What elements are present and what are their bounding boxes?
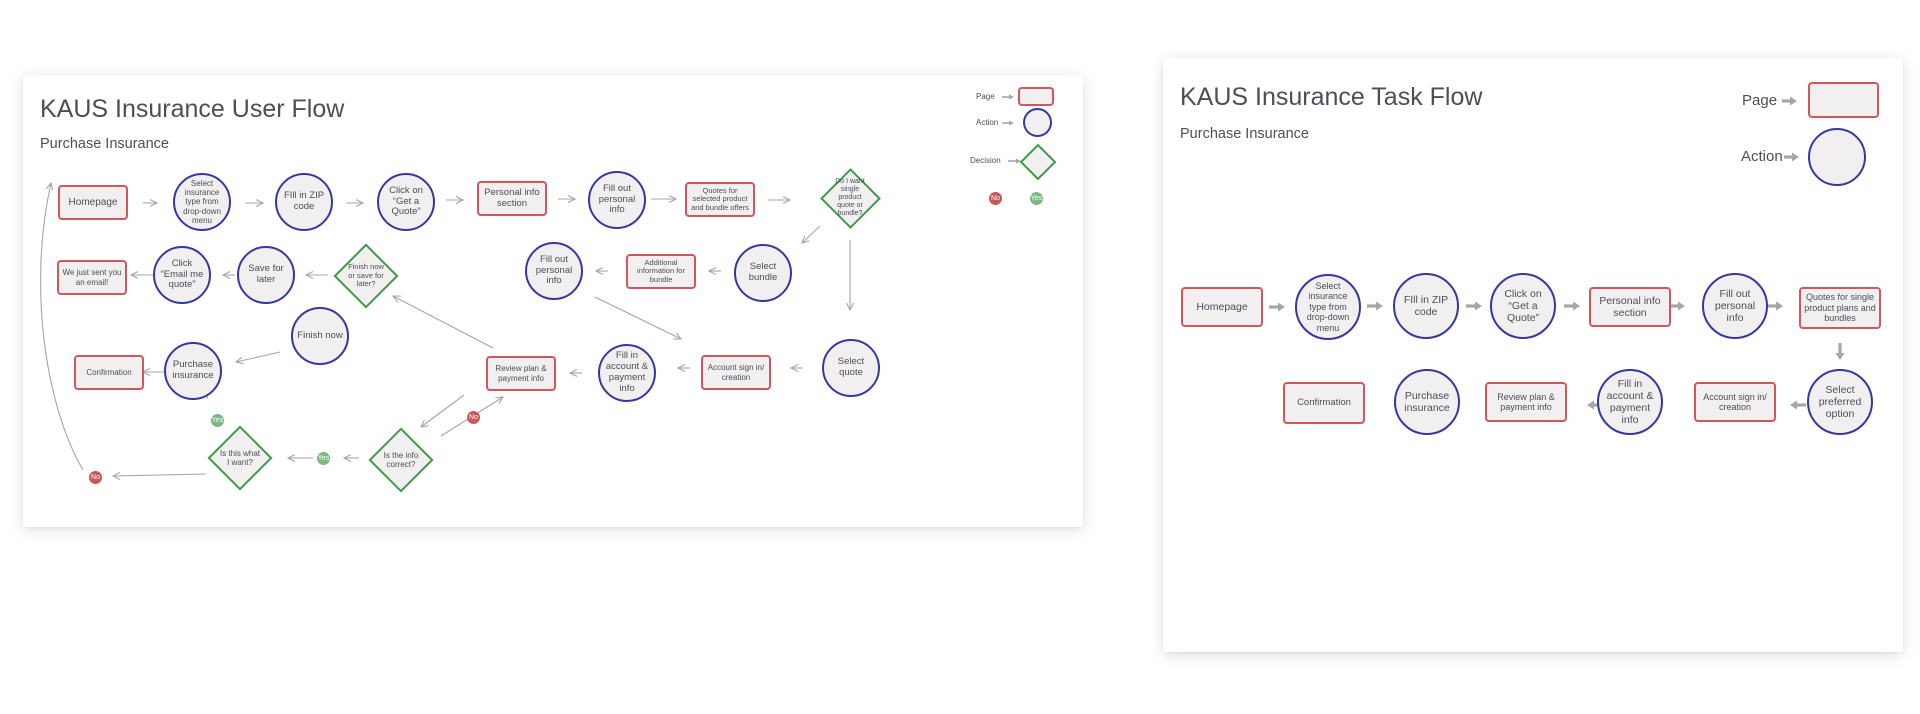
node-homepage: Homepage [58, 185, 128, 220]
decision-info-correct: Is the info correct? [368, 427, 434, 493]
arrowhead [1790, 400, 1797, 410]
arrow [236, 351, 281, 362]
node-select-insurance-type: Select insurance type from drop-down men… [173, 173, 231, 231]
legend-action-label: Action [1741, 148, 1783, 165]
node-select-bundle: Select bundle [734, 244, 792, 302]
node-fill-personal-info: Fill out personal info [1702, 273, 1768, 339]
no-badge: No [89, 471, 102, 484]
arrowhead [1573, 301, 1580, 311]
user-flow-card: KAUS Insurance User Flow Purchase Insura… [23, 75, 1083, 527]
legend-page-label: Page [976, 92, 995, 101]
arrowhead [1776, 301, 1783, 311]
arrowhead [1376, 301, 1383, 311]
node-fill-zip-code: FIll in ZIP code [1393, 273, 1459, 339]
node-review-plan: Review plan & payment info [1485, 382, 1567, 422]
node-purchase-insurance: Purchase insurance [164, 342, 222, 400]
arrow [40, 183, 84, 471]
arrowhead [1835, 353, 1845, 360]
legend-action-shape [1808, 128, 1866, 186]
arrow [393, 296, 494, 349]
node-additional-info-bundle: Additional information for bundle [626, 254, 696, 289]
arrowhead [1475, 301, 1482, 311]
node-personal-info-section: Personal info section [1589, 287, 1671, 327]
node-click-email-quote: Click “Email me quote” [153, 246, 211, 304]
node-click-get-quote: Click on “Get a Quote” [1490, 273, 1556, 339]
node-confirmation: Confirmation [1283, 382, 1365, 424]
node-fill-personal-info: Fill out personal info [588, 171, 646, 229]
arrowhead [1678, 301, 1685, 311]
node-sent-email: We just sent you an email! [57, 260, 127, 295]
decision-label: Finish now or save for later? [348, 262, 384, 289]
legend-action-shape [1023, 108, 1052, 137]
arrow [802, 225, 821, 243]
node-fill-personal-info-2: Fill out personal info [525, 242, 583, 300]
node-fill-zip-code: FIll in ZIP code [275, 173, 333, 231]
legend-page-shape [1808, 82, 1879, 118]
no-badge: No [467, 411, 480, 424]
node-click-get-quote: Click on “Get a Quote” [377, 173, 435, 231]
legend-decision-label: Decision [970, 156, 1001, 165]
decision-label: Do I want single product quote or bundle… [835, 177, 865, 218]
legend-yes-badge: Yes [1030, 192, 1043, 205]
task-flow-connectors [1269, 96, 1845, 410]
task-flow-card: KAUS Insurance Task Flow Purchase Insura… [1163, 58, 1903, 652]
arrow [113, 474, 207, 476]
decision-what-i-want: Is this what I want? [207, 425, 273, 491]
task-flow-subtitle: Purchase Insurance [1180, 126, 1309, 142]
node-select-insurance-type: Select insurance type from drop-down men… [1295, 274, 1361, 340]
legend-action-label: Action [976, 118, 999, 127]
user-flow-title: KAUS Insurance User Flow [40, 95, 345, 123]
legend-page-label: Page [1742, 92, 1778, 109]
node-account-sign-in: Account sign in/ creation [1694, 382, 1776, 422]
node-save-for-later: Save for later [237, 246, 295, 304]
node-review-plan: Review plan & payment info [486, 356, 556, 391]
decision-single-or-bundle: Do I want single product quote or bundle… [820, 168, 881, 229]
node-personal-info-section: Personal info section [477, 181, 547, 216]
node-fill-account-payment: Fill in account & payment info [1597, 369, 1663, 435]
node-select-preferred-option: Select preferred option [1807, 369, 1873, 435]
yes-badge: Yes [317, 452, 330, 465]
legend-no-badge: No [989, 192, 1002, 205]
task-flow-title: KAUS Insurance Task Flow [1180, 83, 1483, 111]
decision-label: Is the info correct? [383, 450, 419, 469]
node-quotes-product-bundle: Quotes for selected product and bundle o… [685, 182, 755, 217]
node-account-sign-in: Account sign in/ creation [701, 355, 771, 390]
yes-badge: Yes [211, 414, 224, 427]
node-confirmation: Confirmation [74, 355, 144, 390]
arrow [594, 296, 681, 339]
legend-page-shape [1018, 87, 1054, 106]
node-purchase-insurance: Purchase insurance [1394, 369, 1460, 435]
node-fill-account-payment: Fill in account & payment info [598, 344, 656, 402]
node-homepage: Homepage [1181, 287, 1263, 327]
arrowhead [1587, 400, 1594, 410]
arrow [421, 394, 465, 427]
user-flow-subtitle: Purchase Insurance [40, 136, 169, 152]
arrowhead [1278, 302, 1285, 312]
node-select-quote: Select quote [822, 339, 880, 397]
decision-finish-or-save: Finish now or save for later? [333, 243, 399, 309]
node-quotes-single-bundles: Quotes for single product plans and bund… [1799, 287, 1881, 329]
user-flow-connectors [40, 75, 1083, 527]
node-finish-now: Finish now [291, 307, 349, 365]
decision-label: Is this what I want? [220, 448, 261, 467]
legend-arrows [1002, 94, 1021, 164]
